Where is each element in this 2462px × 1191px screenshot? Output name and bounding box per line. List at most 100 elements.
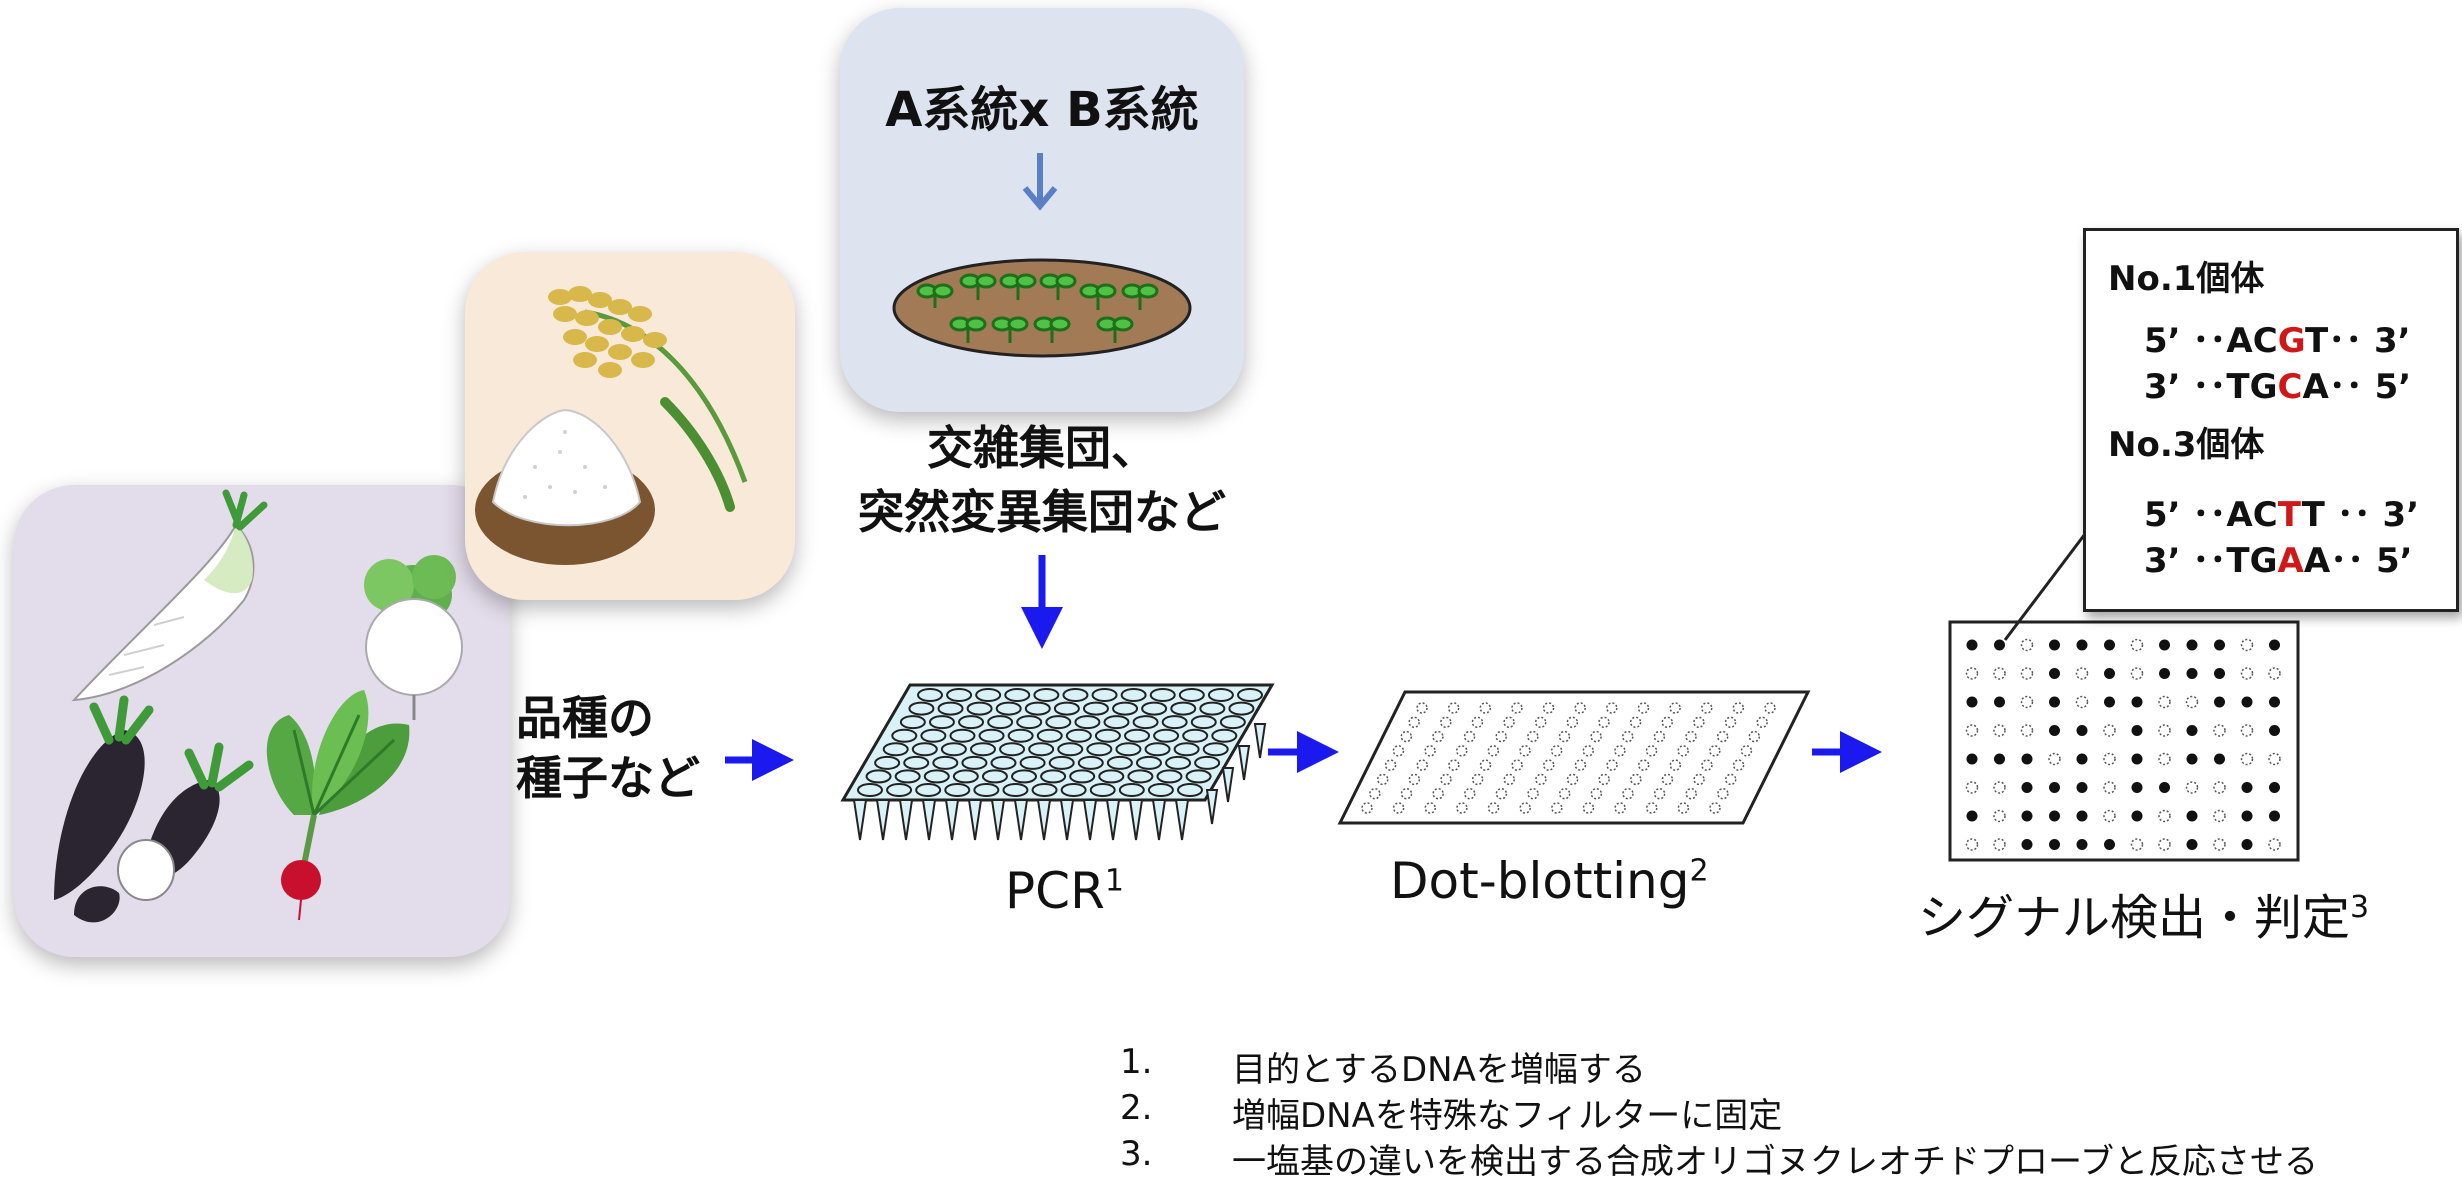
signal-dot-negative bbox=[2240, 752, 2254, 766]
pcr-well bbox=[1077, 755, 1104, 770]
pcr-well bbox=[978, 728, 1005, 743]
callout-leader-line bbox=[2003, 529, 2090, 641]
pcr-well bbox=[944, 783, 971, 797]
pcr-well bbox=[1132, 715, 1159, 730]
signal-dot-negative bbox=[2185, 781, 2199, 794]
signal-dot-negative bbox=[2130, 838, 2144, 851]
dot-blot-spot bbox=[1487, 745, 1500, 757]
no3-sequence-row2: 3’ ･･TGAA･･ 5’ bbox=[2144, 541, 2413, 581]
pcr-well bbox=[1219, 715, 1246, 730]
signal-dot-negative bbox=[1993, 838, 2006, 851]
dot-blot-spot bbox=[1693, 716, 1705, 729]
dot-blot-spot bbox=[1685, 730, 1697, 743]
pcr-well bbox=[1060, 783, 1087, 797]
dot-blot-spot bbox=[1598, 773, 1610, 786]
pcr-well bbox=[1016, 715, 1043, 730]
signal-dot-positive bbox=[2186, 753, 2198, 765]
pcr-well bbox=[899, 715, 926, 730]
signal-dot-positive bbox=[1966, 696, 1978, 708]
no1-title: No.1個体 bbox=[2108, 259, 2265, 299]
pcr-well bbox=[886, 783, 913, 797]
cross-population-box: A系統x B系統 bbox=[840, 8, 1244, 412]
dot-blot-spot bbox=[1629, 716, 1642, 729]
dot-blot-spot bbox=[1756, 716, 1768, 729]
pcr-tip bbox=[1151, 799, 1167, 841]
dot-blot-spot bbox=[1558, 730, 1571, 743]
dot-blot-spot bbox=[1550, 745, 1563, 757]
pcr-well bbox=[966, 701, 993, 716]
dot-blot-spot bbox=[1511, 759, 1523, 771]
signal-dot-negative bbox=[2268, 667, 2281, 680]
dot-blot-spot bbox=[1717, 787, 1729, 800]
pcr-well bbox=[865, 769, 892, 784]
red-radish-icon bbox=[266, 690, 410, 921]
pcr-tip bbox=[852, 799, 868, 841]
dot-blot-spot bbox=[1614, 802, 1626, 814]
pcr-well bbox=[1115, 742, 1142, 757]
signal-dot-positive bbox=[2049, 725, 2060, 736]
no3-title: No.3個体 bbox=[2108, 425, 2265, 465]
dot-blotting-label-text: Dot-blotting bbox=[1390, 852, 1690, 910]
pcr-well bbox=[1141, 701, 1168, 716]
pcr-well bbox=[1161, 715, 1188, 730]
signal-dot-negative bbox=[2075, 667, 2089, 680]
dot-blot-spot bbox=[1669, 702, 1681, 714]
pcr-well bbox=[932, 755, 959, 770]
signal-dot-negative bbox=[2185, 695, 2199, 709]
pcr-well bbox=[1033, 688, 1060, 702]
signal-dot-positive bbox=[2049, 810, 2060, 822]
signal-dot-negative bbox=[1965, 838, 1979, 851]
dot-blot-spot bbox=[1455, 745, 1468, 757]
signal-dot-negative bbox=[2158, 809, 2171, 823]
signal-dot-negative bbox=[2158, 724, 2171, 737]
dot-blot-spot bbox=[1653, 787, 1666, 800]
signal-dot-negative bbox=[1993, 809, 2006, 823]
pcr-well bbox=[920, 728, 947, 743]
signal-dot-negative bbox=[2130, 667, 2144, 680]
signal-dot-negative bbox=[2213, 724, 2226, 737]
pcr-well bbox=[1135, 755, 1162, 770]
dot-blot-spot bbox=[1519, 802, 1531, 814]
signal-dot-positive bbox=[2159, 639, 2170, 651]
pcr-well bbox=[1153, 728, 1180, 743]
dot-blot-spot bbox=[1416, 759, 1428, 771]
signal-dot-positive bbox=[2076, 753, 2088, 765]
dot-blot-spot bbox=[1590, 787, 1603, 800]
dot-blot-spot bbox=[1392, 802, 1405, 814]
signal-dot-positive bbox=[2269, 810, 2280, 822]
pcr-well bbox=[975, 688, 1002, 702]
pcr-plate-icon bbox=[840, 683, 1275, 841]
pcr-well bbox=[1120, 688, 1147, 702]
signal-dot-positive bbox=[2021, 810, 2033, 822]
signal-dot-negative bbox=[2268, 752, 2281, 766]
pcr-well bbox=[1211, 728, 1238, 743]
signal-dot-negative bbox=[2268, 838, 2281, 851]
pcr-well bbox=[1202, 742, 1229, 757]
dot-blot-spot bbox=[1566, 716, 1579, 729]
pcr-well bbox=[1147, 783, 1174, 797]
signal-dot-negative bbox=[1993, 781, 2006, 794]
pcr-well bbox=[1173, 742, 1200, 757]
pcr-well bbox=[1086, 742, 1113, 757]
dot-blot-spot bbox=[1400, 730, 1413, 743]
footnote-3-number: 3. bbox=[1120, 1134, 1153, 1174]
pcr-tip bbox=[875, 799, 891, 841]
signal-dot-negative bbox=[2158, 838, 2171, 851]
no3-sequence-row1: 5’ ･･ACTT ･･ 3’ bbox=[2144, 495, 2420, 535]
pcr-tip bbox=[898, 799, 914, 841]
pcr-well bbox=[981, 769, 1008, 784]
signal-dot-negative bbox=[2020, 638, 2034, 652]
pcr-well bbox=[903, 755, 930, 770]
signal-dot-negative bbox=[1965, 781, 1979, 794]
pcr-tip bbox=[1128, 799, 1144, 841]
signal-dot-positive bbox=[2076, 839, 2088, 850]
signal-dot-positive bbox=[2131, 753, 2143, 765]
pcr-well bbox=[1185, 769, 1212, 784]
pcr-tip bbox=[1013, 799, 1029, 841]
signal-dot-negative bbox=[2213, 809, 2226, 823]
signal-dot-positive bbox=[2049, 696, 2060, 708]
signal-dot-positive bbox=[2269, 725, 2280, 736]
signal-dot-positive bbox=[2186, 639, 2198, 651]
dot-blot-spot bbox=[1724, 716, 1737, 729]
